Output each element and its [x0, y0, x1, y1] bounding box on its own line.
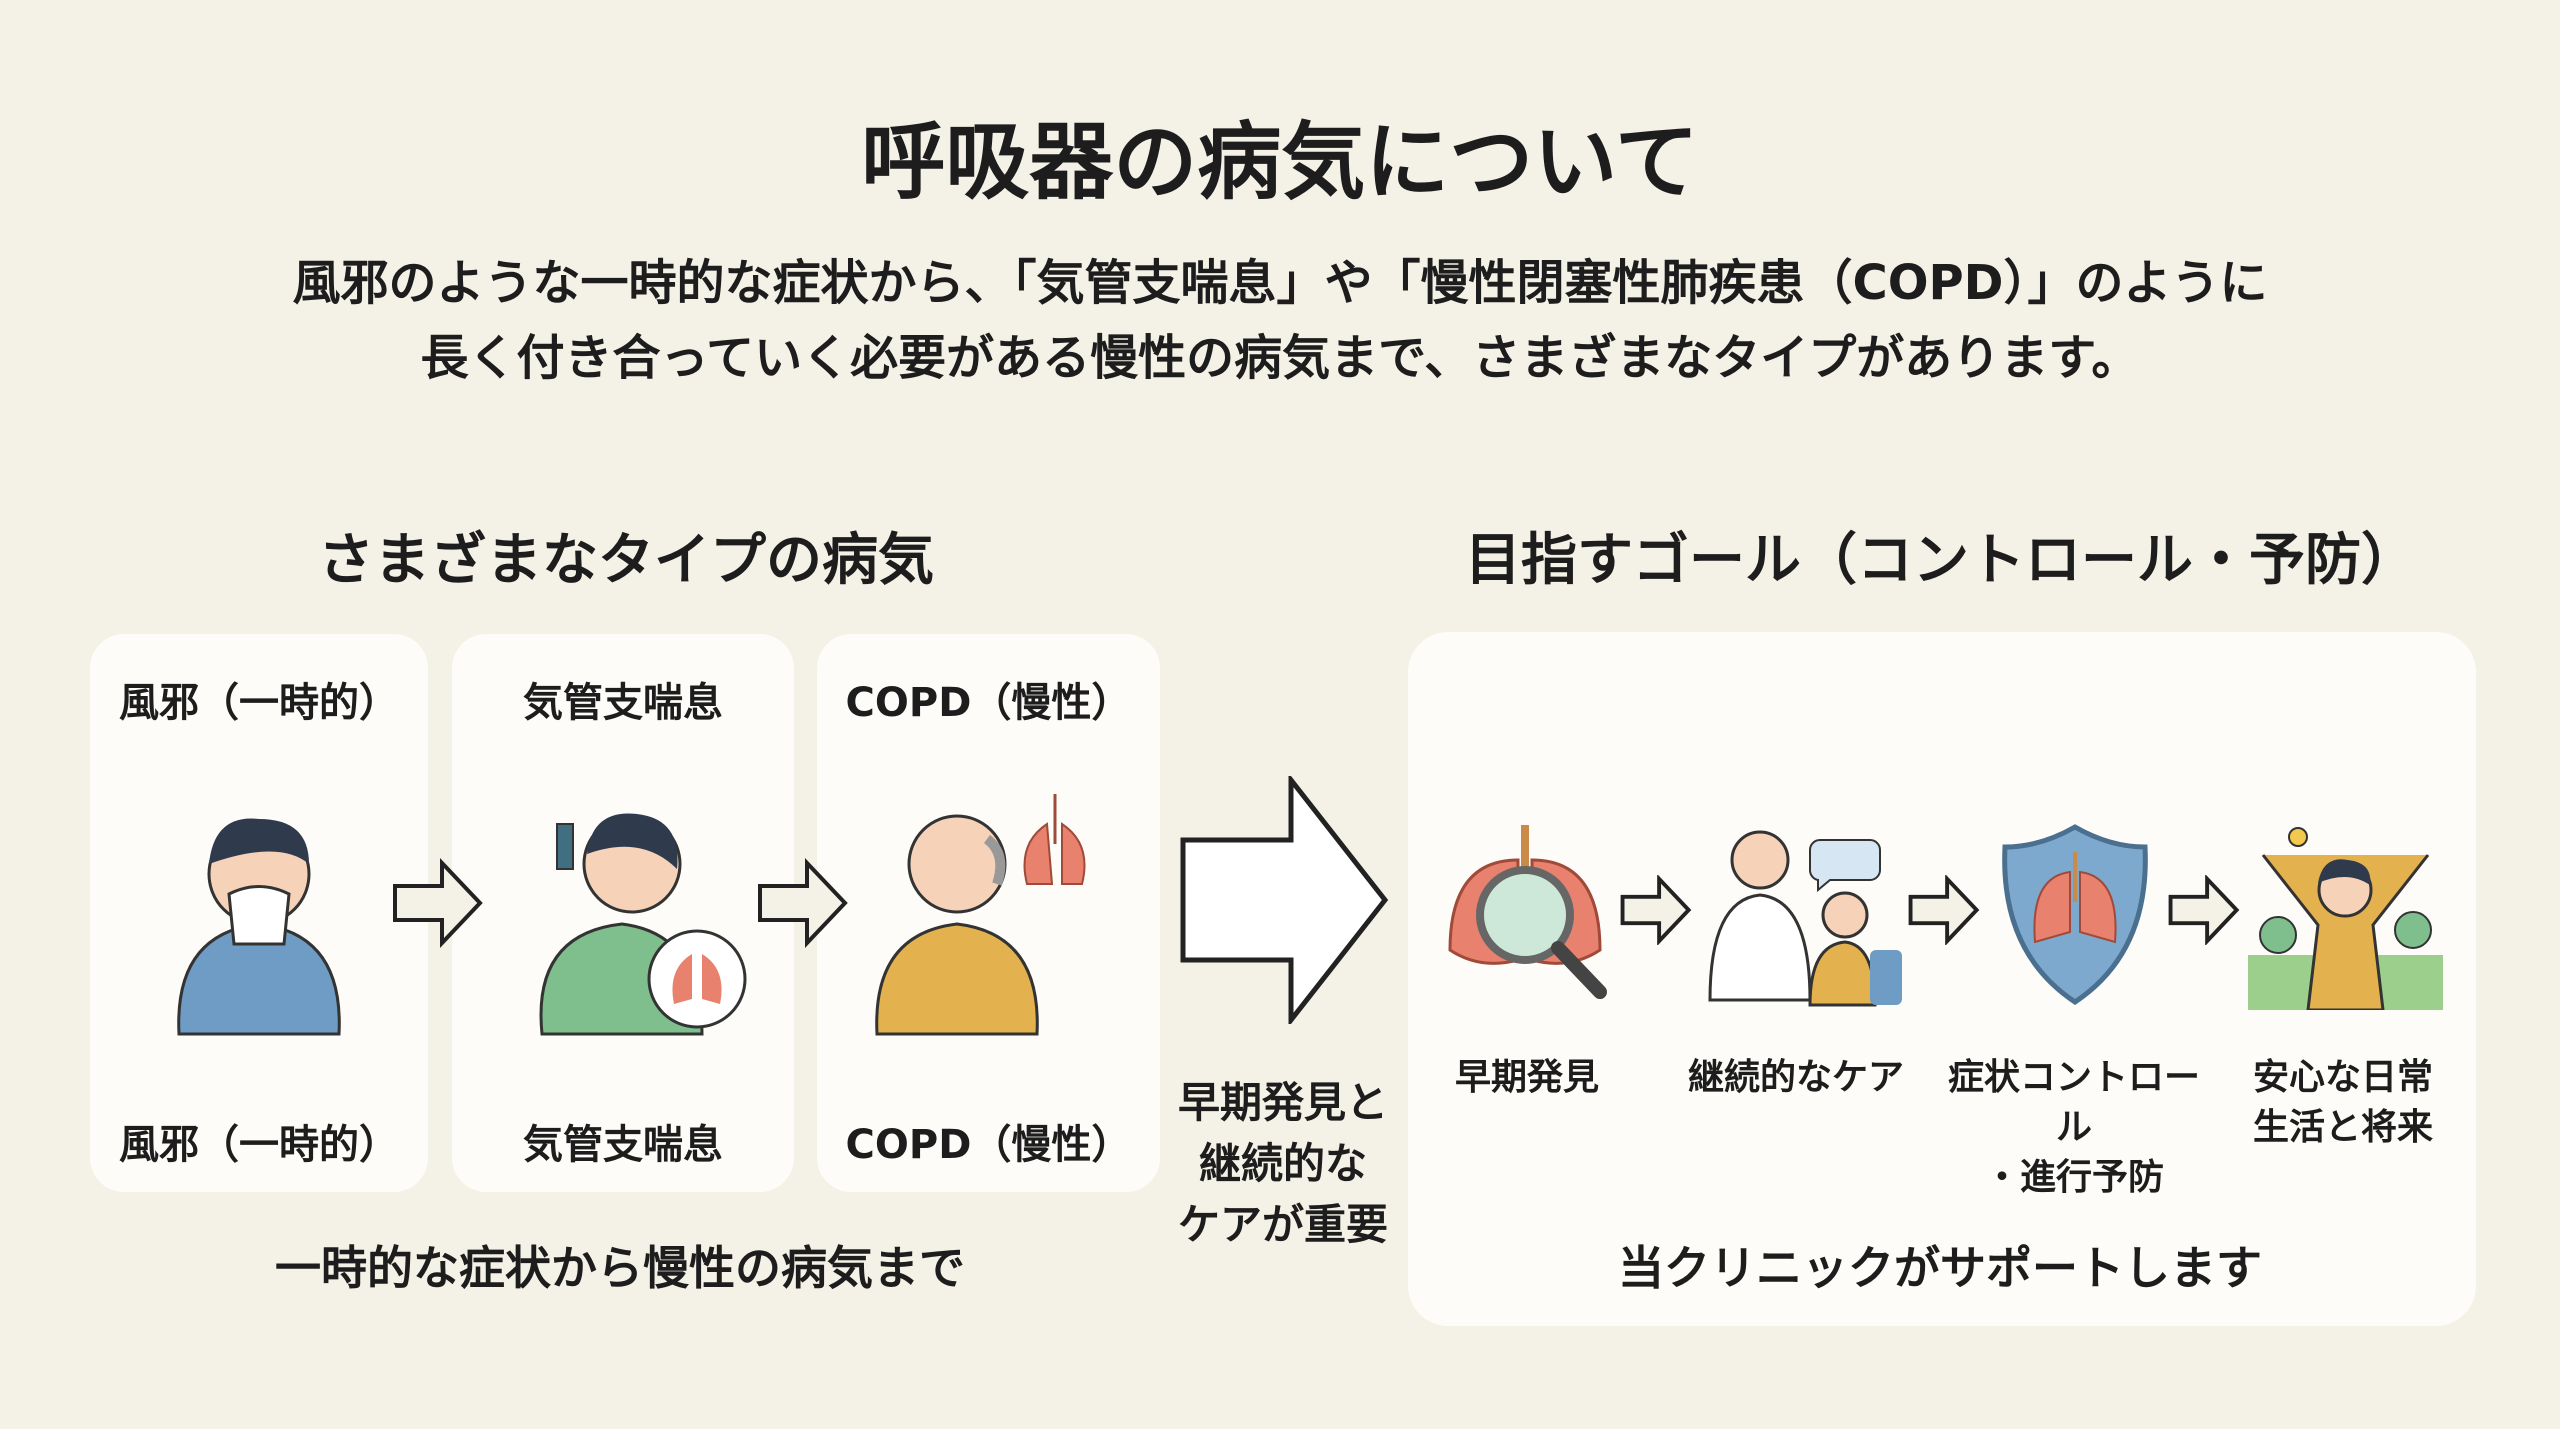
lungs-magnifier-icon: [1448, 825, 1607, 999]
big-arrow-right-icon: [1180, 776, 1389, 1024]
card-bottom-label: COPD（慢性）: [845, 1122, 1132, 1168]
shield-lungs-icon: [2002, 824, 2148, 1006]
sneezing-person-icon: [177, 818, 341, 1036]
disease-card-copd: COPD（慢性） COPD（慢性）: [817, 634, 1160, 1192]
note-line: ケアが重要: [1177, 1200, 1388, 1249]
page-title: 呼吸器の病気について: [861, 113, 1699, 211]
types-caption: 一時的な症状から慢性の病気まで: [275, 1241, 965, 1295]
goal-step-label: 継続的なケア: [1666, 1053, 1926, 1103]
card-bottom-label: 気管支喘息: [523, 1122, 723, 1168]
coughing-elderly-person-icon: [875, 794, 1086, 1036]
step-line: 早期発見: [1454, 1057, 1599, 1098]
disease-card-asthma: 気管支喘息 気管支喘息: [452, 634, 794, 1192]
step-line: ・進行予防: [1983, 1157, 2164, 1198]
goal-step-label: 安心な日常生活と将来: [2213, 1053, 2473, 1153]
step-line: 安心な日常: [2252, 1057, 2433, 1098]
step-line: 継続的なケア: [1687, 1057, 1904, 1098]
card-bottom-label: 風邪（一時的）: [119, 1122, 399, 1168]
support-caption: 当クリニックがサポートします: [1618, 1241, 2262, 1295]
card-top-label: 風邪（一時的）: [119, 680, 399, 726]
goal-heading: 目指すゴール（コントロール・予防）: [1465, 528, 2417, 593]
arrow-right-icon: [758, 858, 848, 948]
goal-step-label: 症状コントロール・進行予防: [1934, 1053, 2214, 1203]
types-heading: さまざまなタイプの病気: [318, 528, 934, 593]
subtitle-line-1: 風邪のような一時的な症状から、「気管支喘息」や「慢性閉塞性肺疾患（COPD）」の…: [292, 255, 2268, 311]
note-line: 継続的な: [1198, 1139, 1367, 1188]
disease-card-cold: 風邪（一時的） 風邪（一時的）: [90, 634, 428, 1192]
happy-person-icon: [2248, 827, 2443, 1010]
step-line: 症状コントロール: [1947, 1057, 2200, 1148]
note-line: 早期発見と: [1177, 1078, 1388, 1127]
arrow-right-icon: [2168, 875, 2240, 945]
card-top-label: COPD（慢性）: [845, 680, 1132, 726]
arrow-right-icon: [1620, 875, 1692, 945]
importance-note: 早期発見と 継続的な ケアが重要: [1163, 1072, 1403, 1255]
arrow-right-icon: [1908, 875, 1980, 945]
inhaler-person-icon: [539, 813, 747, 1036]
doctor-consultation-icon: [1708, 830, 1902, 1007]
step-line: 生活と将来: [2252, 1107, 2433, 1148]
goal-step-label: 早期発見: [1397, 1053, 1657, 1103]
arrow-right-icon: [393, 858, 483, 948]
subtitle-line-2: 長く付き合っていく必要がある慢性の病気まで、さまざまなタイプがあります。: [420, 330, 2140, 386]
card-top-label: 気管支喘息: [523, 680, 723, 726]
